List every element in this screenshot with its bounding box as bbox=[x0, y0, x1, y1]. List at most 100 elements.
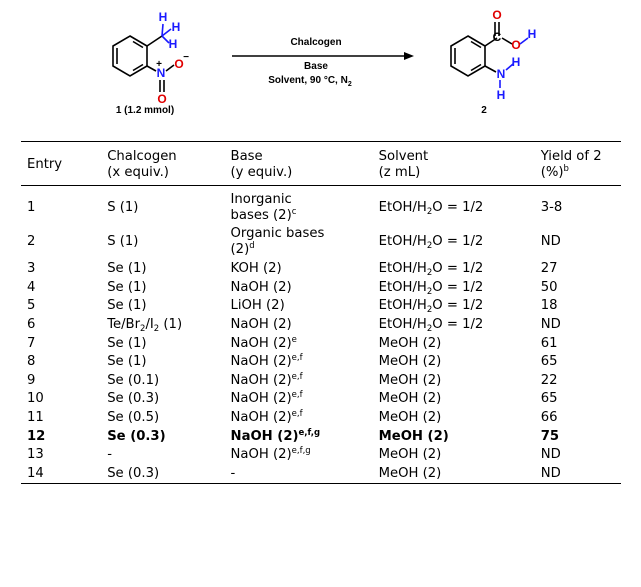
nitro-o-double: O bbox=[157, 92, 166, 106]
cell-entry: 4 bbox=[27, 279, 36, 295]
cell-chalcogen: Se (0.3) bbox=[107, 391, 160, 407]
ch-bond-1 bbox=[161, 23, 164, 37]
c-o-single bbox=[501, 37, 513, 45]
condition-chalcogen: Chalcogen bbox=[290, 37, 341, 48]
cell-entry: 3 bbox=[27, 261, 36, 277]
table-row: 11 Se (0.5) NaOH (2)e,f MeOH (2) 66 bbox=[21, 409, 621, 428]
product-double-bond-1 bbox=[470, 40, 482, 49]
carbonyl-o: O bbox=[492, 8, 501, 22]
cell-solvent: EtOH/H2O = 1/2 bbox=[378, 234, 484, 251]
table-row: 5 Se (1) LiOH (2) EtOH/H2O = 1/2 18 bbox=[21, 297, 621, 316]
cell-entry: 10 bbox=[27, 391, 44, 407]
cell-chalcogen: S (1) bbox=[107, 200, 139, 215]
cell-base: LiOH (2) bbox=[230, 298, 285, 314]
cell-base: NaOH (2)e bbox=[230, 334, 297, 351]
cell-base: NaOH (2)e,f bbox=[230, 371, 303, 388]
cell-chalcogen: Te/Br2/I2 (1) bbox=[107, 317, 183, 335]
cell-chalcogen: S (1) bbox=[107, 234, 139, 249]
header-entry: Entry bbox=[27, 156, 63, 172]
table-row-optimal: 12 Se (0.3) NaOH (2)e,f,g MeOH (2) 75 bbox=[21, 427, 621, 446]
condition-base: Base bbox=[304, 61, 328, 72]
cell-base: NaOH (2)e,f bbox=[230, 409, 303, 426]
reaction-arrow bbox=[232, 52, 414, 60]
table-row: 9 Se (0.1) NaOH (2)e,f MeOH (2) 22 bbox=[21, 372, 621, 391]
table-row: 7 Se (1) NaOH (2)e MeOH (2) 61 bbox=[21, 334, 621, 353]
n-plus-charge: + bbox=[156, 59, 162, 70]
cell-chalcogen: Se (0.1) bbox=[107, 372, 160, 388]
cell-chalcogen: Se (0.3) bbox=[107, 465, 160, 481]
product-label: 2 bbox=[481, 105, 487, 116]
cell-chalcogen: Se (1) bbox=[107, 354, 147, 370]
ch-bond-2 bbox=[161, 28, 172, 37]
nitro-bond bbox=[146, 65, 157, 72]
cell-chalcogen: Se (1) bbox=[107, 261, 147, 277]
cell-chalcogen: Se (0.5) bbox=[107, 410, 160, 426]
cell-yield: 3-8 bbox=[540, 200, 563, 215]
cell-yield: 65 bbox=[540, 354, 558, 370]
header-yield: Yield of 2(%)b bbox=[540, 148, 602, 180]
o-minus-charge: − bbox=[183, 52, 189, 63]
cell-chalcogen: Se (1) bbox=[107, 335, 147, 351]
reactant-label: 1 (1.2 mmol) bbox=[116, 105, 174, 116]
reactant-structure bbox=[112, 23, 175, 92]
cell-solvent: EtOH/H2O = 1/2 bbox=[378, 317, 484, 335]
methyl-h-right: H bbox=[172, 20, 181, 34]
cell-entry: 7 bbox=[27, 335, 36, 351]
cell-base: NaOH (2)e,f bbox=[230, 390, 303, 407]
optimization-table: Entry Chalcogen(x equiv.) Base(y equiv.)… bbox=[21, 141, 621, 484]
cell-entry: 6 bbox=[27, 317, 36, 333]
reactant-double-bond-2 bbox=[132, 63, 144, 72]
cell-solvent: EtOH/H2O = 1/2 bbox=[378, 279, 484, 297]
cell-yield: 75 bbox=[540, 428, 560, 444]
amine-n: N bbox=[497, 67, 506, 81]
cell-entry: 5 bbox=[27, 298, 36, 314]
cell-yield: ND bbox=[540, 447, 561, 463]
n-o-single-bond bbox=[165, 64, 175, 72]
table-row: 2 S (1) Organic bases(2)d EtOH/H2O = 1/2… bbox=[21, 224, 621, 260]
cell-solvent: EtOH/H2O = 1/2 bbox=[378, 298, 484, 316]
reactant-benzene-ring bbox=[112, 35, 148, 77]
cell-entry: 1 bbox=[27, 200, 36, 215]
cell-solvent: EtOH/H2O = 1/2 bbox=[378, 261, 484, 279]
c-n-bond bbox=[484, 65, 497, 73]
cell-yield: ND bbox=[540, 465, 561, 481]
reactant-double-bond-1 bbox=[132, 40, 144, 49]
cell-solvent: MeOH (2) bbox=[378, 354, 442, 370]
hydroxyl-o: O bbox=[511, 38, 520, 52]
header-row: Entry Chalcogen(x equiv.) Base(y equiv.)… bbox=[21, 141, 621, 186]
reaction-scheme-drawing: H H H N + O − O 1 (1.2 mmol) Chalcogen B… bbox=[112, 8, 536, 116]
cell-base: - bbox=[230, 465, 236, 481]
table-row: 6 Te/Br2/I2 (1) NaOH (2) EtOH/H2O = 1/2 … bbox=[21, 316, 621, 335]
header-base: Base(y equiv.) bbox=[230, 148, 293, 180]
cell-entry: 12 bbox=[27, 428, 46, 444]
cell-base: NaOH (2) bbox=[230, 279, 292, 295]
methyl-bond bbox=[146, 35, 163, 47]
cell-solvent: MeOH (2) bbox=[378, 391, 442, 407]
cell-yield: 66 bbox=[540, 410, 558, 426]
table-row: 4 Se (1) NaOH (2) EtOH/H2O = 1/2 50 bbox=[21, 279, 621, 298]
o-h-bond bbox=[519, 37, 529, 45]
cell-chalcogen: Se (0.3) bbox=[107, 428, 166, 444]
cell-entry: 14 bbox=[27, 465, 44, 481]
cell-chalcogen: Se (1) bbox=[107, 298, 147, 314]
cell-yield: 18 bbox=[540, 298, 558, 314]
cell-entry: 11 bbox=[27, 410, 44, 426]
cell-entry: 8 bbox=[27, 354, 36, 370]
cell-solvent: MeOH (2) bbox=[378, 410, 442, 426]
nitro-o-single: O bbox=[174, 57, 183, 71]
product-double-bond-2 bbox=[470, 63, 482, 72]
cell-solvent: MeOH (2) bbox=[378, 335, 442, 351]
cell-base: Organic bases(2)d bbox=[230, 226, 325, 257]
amine-h-1: H bbox=[512, 55, 521, 69]
cell-yield: 27 bbox=[540, 261, 558, 277]
cell-yield: 65 bbox=[540, 391, 558, 407]
cell-solvent: EtOH/H2O = 1/2 bbox=[378, 200, 484, 217]
cell-entry: 13 bbox=[27, 447, 44, 463]
table-row: 10 Se (0.3) NaOH (2)e,f MeOH (2) 65 bbox=[21, 390, 621, 409]
nitro-n-atom: N bbox=[157, 66, 166, 80]
cell-yield: ND bbox=[540, 317, 561, 333]
cell-solvent: MeOH (2) bbox=[378, 428, 449, 444]
cell-solvent: MeOH (2) bbox=[378, 447, 442, 463]
cell-yield: 50 bbox=[540, 279, 558, 295]
header-solvent: Solvent(z mL) bbox=[378, 148, 429, 180]
